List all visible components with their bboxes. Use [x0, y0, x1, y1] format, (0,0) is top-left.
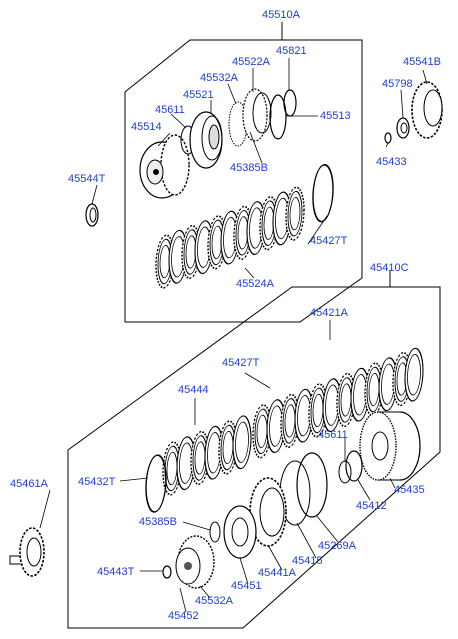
drum-45441a: [249, 477, 287, 547]
lower-assembly-outline: [67, 270, 441, 629]
ring-45443t: [162, 565, 172, 579]
upper-assembly-outline: [124, 22, 363, 323]
label-45611-low: 45611: [318, 429, 348, 441]
label-45513: 45513: [320, 110, 351, 122]
piston-45521: [189, 111, 223, 169]
label-45514: 45514: [131, 121, 162, 133]
label-45821: 45821: [276, 45, 307, 57]
label-45435: 45435: [394, 484, 425, 496]
retainer-45611-lower: [338, 460, 352, 484]
label-45541b: 45541B: [403, 56, 441, 68]
label-45421a: 45421A: [310, 307, 348, 319]
label-45544t: 45544T: [68, 173, 106, 185]
carrier-45532a-lower: [175, 535, 215, 589]
washer-45798: [396, 117, 410, 139]
carrier-45451: [223, 505, 257, 559]
label-45385b-low: 45385B: [139, 516, 177, 528]
label-45532a-top: 45532A: [200, 72, 238, 84]
snap-ring-45427t-upper: [312, 164, 334, 223]
label-45427t-top: 45427T: [310, 235, 348, 247]
label-45410c: 45410C: [370, 262, 409, 274]
gear-45461a: [9, 527, 45, 577]
label-45427t-mid: 45427T: [222, 357, 260, 369]
label-45415: 45415: [292, 555, 323, 567]
label-45521: 45521: [183, 89, 214, 101]
upper-drum-45514: [139, 134, 190, 199]
label-45452: 45452: [168, 610, 199, 622]
label-45432t: 45432T: [78, 476, 116, 488]
label-45385b-top: 45385B: [230, 162, 268, 174]
label-45444: 45444: [178, 384, 209, 396]
label-45532a-low: 45532A: [195, 595, 233, 607]
label-45798: 45798: [382, 78, 413, 90]
bearing-45385b-lower: [209, 521, 221, 543]
label-45441a: 45441A: [258, 567, 296, 579]
snap-ring-45412: [345, 450, 363, 482]
label-45451: 45451: [231, 580, 262, 592]
label-45461a: 45461A: [10, 478, 48, 490]
hub-45435: [359, 411, 421, 481]
retainer-45522a: [242, 88, 272, 142]
label-45510a: 45510A: [262, 9, 300, 21]
label-45433: 45433: [376, 156, 407, 168]
label-45611-top: 45611: [155, 104, 185, 116]
snap-ring-45513: [269, 94, 287, 140]
label-45524a: 45524A: [236, 278, 274, 290]
snap-ring-45432t: [145, 454, 167, 513]
ring-45269a: [296, 452, 328, 518]
leader-lines: [39, 58, 428, 613]
label-45269a: 45269A: [318, 540, 356, 552]
washer-45544t: [85, 203, 99, 227]
label-45443t: 45443T: [97, 566, 135, 578]
ring-45433: [384, 132, 392, 144]
label-45412: 45412: [356, 500, 387, 512]
label-45522a: 45522A: [232, 56, 270, 68]
gear-45541b: [411, 81, 443, 139]
